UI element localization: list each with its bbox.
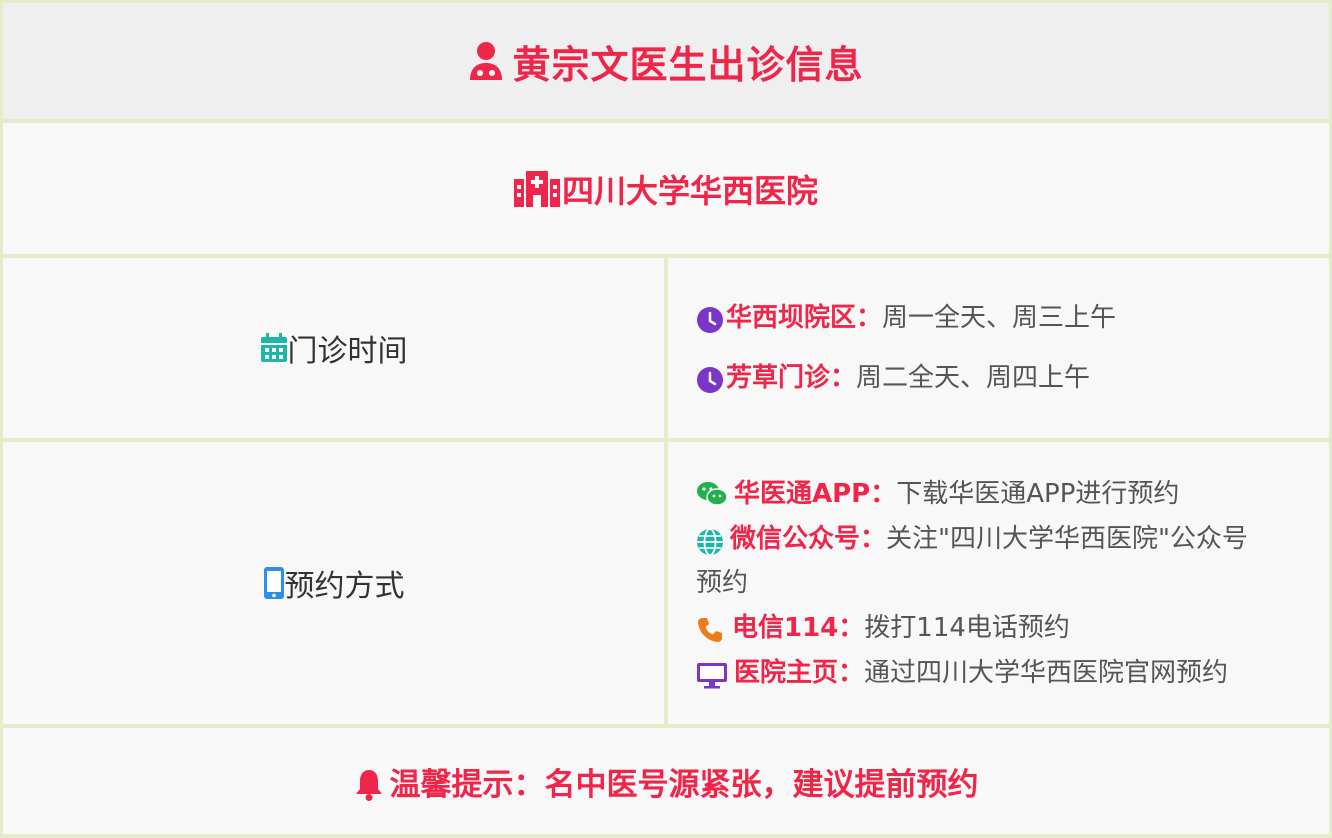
monitor-icon bbox=[697, 662, 727, 688]
schedule-item: 芳草门诊： 周二全天、周四上午 bbox=[696, 360, 1329, 396]
tip-row: 温馨提示：名中医号源紧张，建议提前预约 bbox=[3, 728, 1329, 834]
booking-item-value: 下载华医通APP进行预约 bbox=[896, 478, 1180, 509]
booking-item-website: 医院主页： 通过四川大学华西医院官网预约 bbox=[696, 655, 1309, 691]
schedule-values-cell: 华西坝院区： 周一全天、周三上午 芳草门诊： 周二全天、周四上午 bbox=[668, 258, 1329, 438]
header-title-group: 黄宗文医生出诊信息 bbox=[468, 34, 863, 89]
header-row: 黄宗文医生出诊信息 bbox=[3, 3, 1329, 119]
booking-item-value: 通过四川大学华西医院官网预约 bbox=[864, 657, 1229, 688]
hospital-name-group: 四川大学华西医院 bbox=[513, 166, 818, 212]
wechat-icon bbox=[697, 481, 728, 506]
booking-values-cell: 华医通APP： 下载华医通APP进行预约 微信公众号： 关注"四川大学华西医院"… bbox=[668, 442, 1329, 724]
booking-item-key: 华医通APP： bbox=[734, 478, 897, 509]
booking-item-key: 医院主页： bbox=[734, 657, 865, 688]
booking-item-value: 关注"四川大学华西医院"公众号 bbox=[886, 523, 1248, 554]
schedule-item-key: 芳草门诊： bbox=[726, 363, 857, 393]
schedule-item-value: 周二全天、周四上午 bbox=[856, 363, 1091, 393]
booking-item-wechat: 微信公众号： 关注"四川大学华西医院"公众号 预约 bbox=[696, 521, 1309, 601]
booking-label: 预约方式 bbox=[284, 569, 405, 604]
hospital-row: 四川大学华西医院 bbox=[3, 123, 1329, 254]
booking-label-group: 预约方式 bbox=[263, 561, 405, 605]
bell-icon bbox=[355, 770, 382, 801]
booking-item-114: 电信114： 拨打114电话预约 bbox=[696, 610, 1309, 646]
booking-item-app: 华医通APP： 下载华医通APP进行预约 bbox=[696, 476, 1309, 512]
hospital-name: 四川大学华西医院 bbox=[561, 171, 818, 210]
clock-icon bbox=[697, 307, 723, 333]
booking-item-value: 拨打114电话预约 bbox=[864, 612, 1070, 643]
schedule-item-value: 周一全天、周三上午 bbox=[882, 303, 1117, 333]
booking-label-cell: 预约方式 bbox=[3, 442, 664, 724]
booking-item-key: 微信公众号： bbox=[730, 523, 887, 554]
tip-group: 温馨提示：名中医号源紧张，建议提前预约 bbox=[354, 759, 979, 804]
page-title: 黄宗文医生出诊信息 bbox=[512, 42, 864, 87]
schedule-item: 华西坝院区： 周一全天、周三上午 bbox=[696, 300, 1329, 336]
schedule-label-cell: 门诊时间 bbox=[3, 258, 664, 438]
schedule-item-key: 华西坝院区： bbox=[726, 303, 883, 333]
hospital-icon bbox=[513, 170, 560, 207]
tip-text: 温馨提示：名中医号源紧张，建议提前预约 bbox=[389, 766, 979, 803]
clock-icon bbox=[697, 367, 723, 393]
booking-list: 华医通APP： 下载华医通APP进行预约 微信公众号： 关注"四川大学华西医院"… bbox=[668, 476, 1329, 691]
doctor-icon bbox=[470, 42, 503, 80]
phone-icon bbox=[698, 617, 722, 642]
schedule-list: 华西坝院区： 周一全天、周三上午 芳草门诊： 周二全天、周四上午 bbox=[668, 300, 1329, 396]
schedule-label-group: 门诊时间 bbox=[260, 326, 408, 370]
mobile-phone-icon bbox=[263, 567, 284, 599]
globe-icon bbox=[697, 527, 723, 556]
calendar-icon bbox=[260, 333, 287, 362]
schedule-label: 门诊时间 bbox=[287, 334, 408, 369]
booking-item-value-cont: 预约 bbox=[696, 567, 749, 598]
booking-item-key: 电信114： bbox=[732, 612, 865, 643]
